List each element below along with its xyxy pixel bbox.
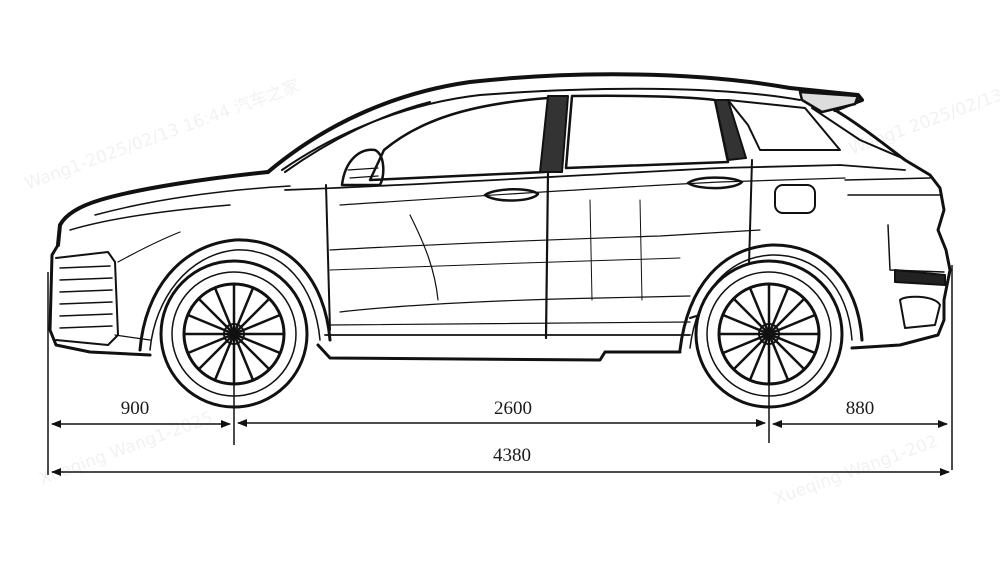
wheel-arches bbox=[138, 238, 864, 352]
front-overhang-label: 900 bbox=[120, 398, 150, 419]
dimension-lines bbox=[47, 265, 953, 476]
overall-length-label: 4380 bbox=[493, 445, 531, 466]
body-outline bbox=[48, 72, 952, 362]
greenhouse bbox=[284, 94, 903, 187]
wheelbase-label: 2600 bbox=[494, 398, 532, 419]
rear-overhang-label: 880 bbox=[845, 398, 875, 419]
